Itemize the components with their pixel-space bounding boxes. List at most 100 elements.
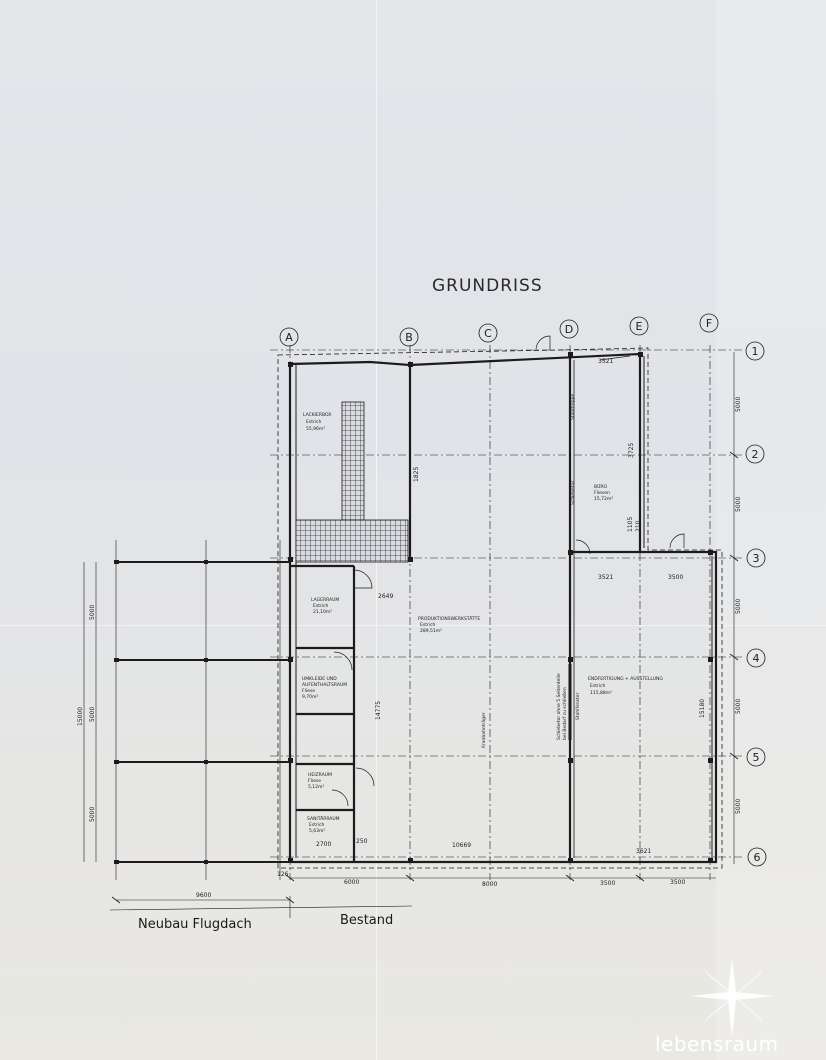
dim-left-5000-c: 5000 [89,807,96,822]
grid-marker-b [399,327,419,347]
room-produktion-area: 289,51m² [420,628,442,634]
dim-15180: 15180 [699,699,706,718]
dim-3500-mid: 3500 [668,574,683,581]
paint-booth-hatch-horizontal [295,519,409,563]
grid-marker-f [699,313,719,333]
room-umkleide-name2: AUFENTHALTSRAUM [302,682,347,688]
dim-bottom-9600: 9600 [196,892,211,899]
dim-left-5000-b: 5000 [89,707,96,722]
dim-right-5000-a: 5000 [735,397,742,412]
paper-shade [716,0,826,1060]
dim-3725: 3725 [628,443,635,458]
grid-marker-a [279,327,299,347]
grid-label-5: 5 [753,751,760,764]
grid-column-markers: A B C D E F [279,313,719,347]
annotations: Kranbahnträger Stahltreppe Schiebetür Sc… [481,394,581,748]
dim-right-5000-b: 5000 [735,497,742,512]
structural-columns [114,352,713,864]
room-produktion-name: PRODUKTIONSWERKSTÄTTE [418,615,480,622]
grid-label-1: 1 [752,345,759,358]
drawing-title: GRUNDRISS [432,276,543,296]
dim-14775: 14775 [375,701,382,720]
grid-label-c: C [484,327,492,340]
grid-marker-e [629,316,649,336]
room-buero-floor: Fliesen [594,490,610,496]
dim-bottom-6000: 6000 [344,879,359,886]
room-sanitaer-name: SANITÄRRAUM [307,815,340,822]
door-swings [331,335,685,807]
room-lackierbox-floor: Estrich [306,419,322,425]
room-endfertigung-floor: Estrich [590,683,606,689]
dim-126: 126 [277,871,289,878]
grid-marker-2 [745,444,765,464]
paper-fold-horizontal [0,625,826,626]
note-kranbahntraeger: Kranbahnträger [481,712,487,748]
room-buero-name: BÜRO [594,483,608,490]
room-lagerraum-area: 21,10m² [313,609,332,615]
grid-label-2: 2 [752,448,759,461]
dim-1825: 1825 [413,467,420,482]
grid-label-b: B [405,331,413,344]
room-umkleide-floor: Fliese [302,688,315,694]
room-lagerraum-name: LAGERRAUM [311,597,339,603]
grid-marker-c [478,323,498,343]
grid-label-d: D [565,323,573,336]
grid-label-e: E [636,320,643,333]
room-lackierbox-name: LACKIERBOX [303,412,331,418]
brand-watermark: lebensraum [655,1032,779,1056]
room-endfertigung-area: 115,88m² [590,690,612,696]
grid-label-4: 4 [753,652,760,665]
note-schiebetor-2: bei Bedarf zu schließen [562,687,568,740]
grid-label-a: A [285,331,293,344]
room-sanitaer-floor: Estrich [309,822,325,828]
dim-3521-top: 3521 [598,358,613,365]
room-umkleide-area: 9,70m² [302,694,318,700]
note-schiebetor: Schiebetor ohne 5 Seitenteile [556,673,562,740]
canopy-beams [116,561,290,863]
dim-1105: 1105 [627,517,634,532]
dim-left-5000-a: 5000 [89,605,96,620]
dim-2700: 2700 [316,841,331,848]
grid-marker-1 [745,341,765,361]
dim-3621: 3621 [636,848,651,855]
label-bestand: Bestand [340,913,394,928]
room-heizraum-area: 5,12m² [308,784,324,790]
dimension-labels: 3521 3521 3500 2649 10669 3621 2700 250 … [77,358,742,899]
grid-marker-6 [747,847,767,867]
dim-10669: 10669 [452,842,471,849]
room-heizraum-name: HEIZRAUM [308,772,332,778]
room-lackierbox-area: 55,96m² [306,426,325,432]
dimension-lines [83,352,735,918]
grid-label-6: 6 [754,851,761,864]
note-schiebetor-3: Stahlfenster [575,692,581,720]
dim-3521-mid: 3521 [598,574,613,581]
paint-booth-hatch-vertical [341,401,365,521]
label-neubau-flugdach: Neubau Flugdach [138,917,252,932]
dim-2649: 2649 [378,593,393,600]
dim-right-5000-e: 5000 [735,799,742,814]
dim-15000: 15000 [77,707,84,726]
dim-210: 210 [635,520,642,532]
grid-label-3: 3 [753,552,760,565]
dim-bottom-3500-b: 3500 [670,879,685,886]
grid-axes [270,345,742,880]
dim-250: 250 [356,838,368,845]
room-umkleide-name: UMKLEIDE UND [302,676,337,682]
room-heizraum-floor: Fliese [308,778,321,784]
dim-right-5000-d: 5000 [735,699,742,714]
grid-marker-3 [746,548,766,568]
outer-boundary [277,347,723,869]
grid-label-f: F [706,317,712,330]
room-labels: LACKIERBOX Estrich 55,96m² LAGERRAUM Est… [302,412,663,834]
grid-marker-4 [746,648,766,668]
room-produktion-floor: Estrich [420,622,436,628]
dim-right-5000-c: 5000 [735,599,742,614]
note-stahltreppe: Stahltreppe [570,394,576,420]
room-sanitaer-area: 5,63m² [309,828,325,834]
canopy-columns [115,540,281,880]
dim-bottom-3500-a: 3500 [600,880,615,887]
sparkle-icon [690,958,774,1038]
room-endfertigung-name: ENDFERTIGUNG + AUSSTELLUNG [588,676,663,682]
dimension-ticks [111,451,739,904]
